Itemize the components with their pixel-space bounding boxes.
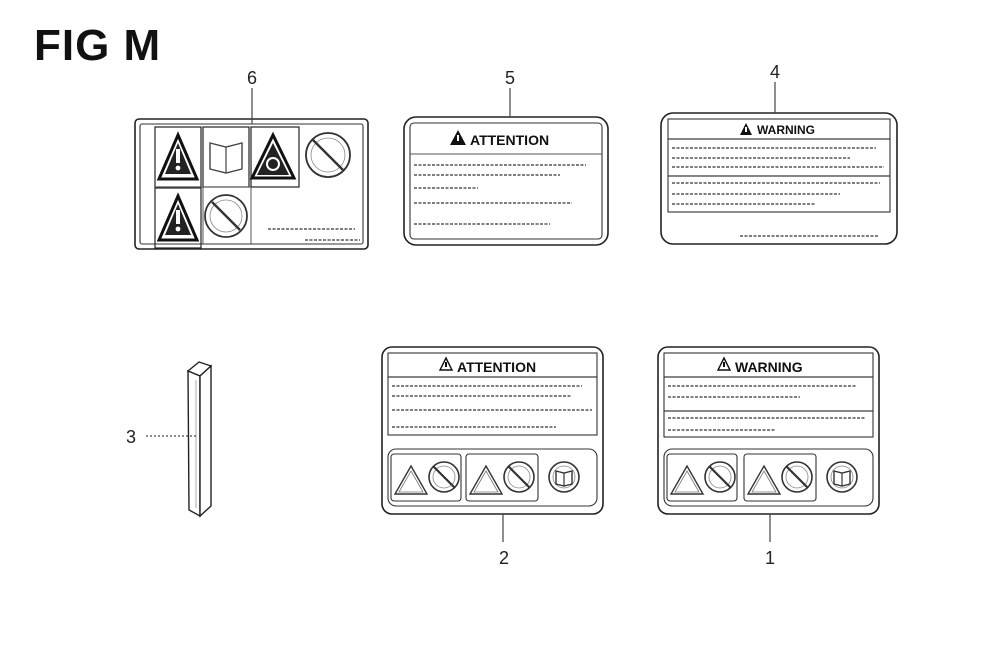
label-part-2: ATTENTION bbox=[381, 346, 604, 515]
label-header: ATTENTION bbox=[457, 359, 536, 375]
hazard-rotating-icon bbox=[249, 126, 300, 188]
callout-5: 5 bbox=[505, 68, 515, 88]
callout-2: 2 bbox=[499, 548, 509, 568]
label-part-1: WARNING bbox=[657, 346, 880, 515]
label-header: ATTENTION bbox=[470, 132, 549, 148]
prohibition-circle-icon bbox=[305, 132, 351, 178]
label-header: WARNING bbox=[757, 123, 815, 137]
prohibition-circle-icon bbox=[204, 194, 248, 238]
part-3-block bbox=[186, 361, 213, 518]
label-header: WARNING bbox=[735, 359, 803, 375]
label-part-4: WARNING bbox=[660, 112, 898, 245]
label-part-6 bbox=[134, 118, 369, 250]
callout-3: 3 bbox=[126, 427, 136, 447]
figure-title: FIG M bbox=[34, 21, 162, 70]
label-part-5: ATTENTION bbox=[403, 116, 609, 246]
callout-4: 4 bbox=[770, 62, 780, 82]
callout-1: 1 bbox=[765, 548, 775, 568]
callout-6: 6 bbox=[247, 68, 257, 88]
